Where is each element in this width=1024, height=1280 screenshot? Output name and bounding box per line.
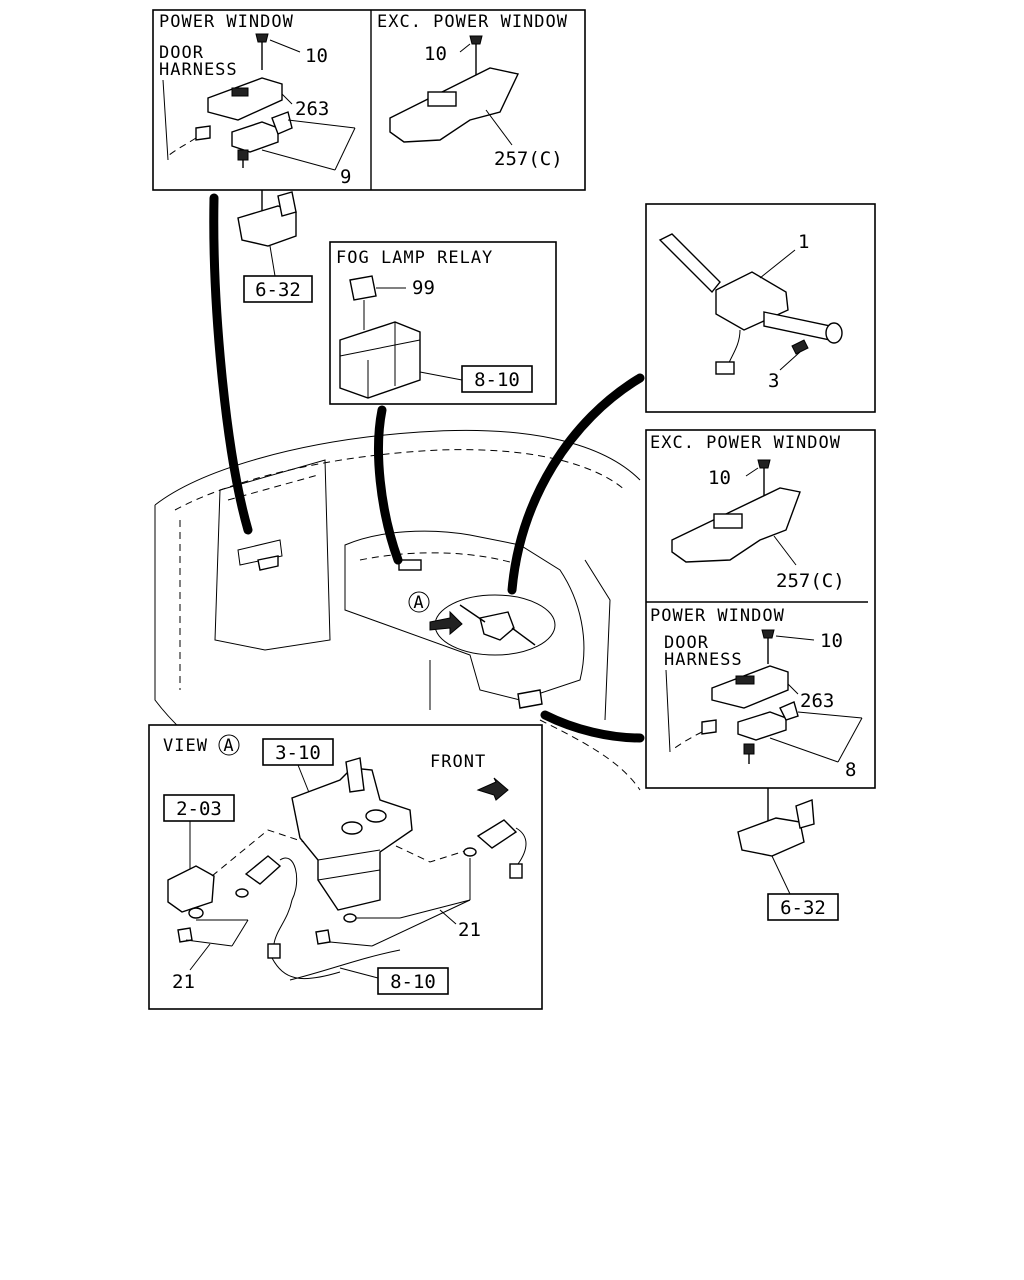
svg-text:6-32: 6-32 xyxy=(255,279,301,301)
switch-bracket xyxy=(231,121,279,153)
panel-power-window-top: POWER WINDOW DOOR HARNESS 10 263 9 xyxy=(152,9,586,191)
ref-box-8-10-fog[interactable] xyxy=(461,365,533,393)
door-harness-label-right-2: HARNESS xyxy=(664,650,743,670)
callout-nut-21-left: 21 xyxy=(172,971,195,993)
callout-screw-10-right-top: 10 xyxy=(708,467,731,489)
stop-lamp-plate xyxy=(167,865,215,913)
view-arrow-icon xyxy=(429,610,463,636)
callout-switch-263: 263 xyxy=(295,98,329,120)
callout-screw-10-right: 10 xyxy=(820,630,843,652)
door-harness-label-right-1: DOOR xyxy=(664,633,709,653)
callout-screw-10-exc: 10 xyxy=(424,43,447,65)
fog-lamp-relay-title: FOG LAMP RELAY xyxy=(336,248,493,268)
callout-bracket-9: 9 xyxy=(340,166,351,188)
ref-box-8-10-view[interactable] xyxy=(377,967,449,995)
svg-text:6-32: 6-32 xyxy=(780,897,826,919)
panel-fog-lamp-relay: FOG LAMP RELAY 99 8-10 xyxy=(329,241,557,405)
callout-screw-3: 3 xyxy=(768,370,779,392)
panel-exc-power-window-top: EXC. POWER WINDOW 10 257(C) xyxy=(377,12,568,170)
svg-text:8-10: 8-10 xyxy=(474,369,520,391)
callout-switch-257c-right: 257(C) xyxy=(776,570,845,592)
view-a-title: VIEW xyxy=(163,736,208,756)
screw-icon xyxy=(255,33,269,43)
ref-box-6-32-right[interactable] xyxy=(767,893,839,921)
panel-combination-switch: 1 3 xyxy=(645,203,876,413)
ref-box-2-03[interactable] xyxy=(163,794,235,822)
callout-switch-1: 1 xyxy=(798,231,809,253)
power-window-title-right: POWER WINDOW xyxy=(650,606,785,626)
panel-view-a: VIEW A FRONT 3-10 2-03 21 xyxy=(148,724,543,1010)
stop-lamp-switch xyxy=(244,855,282,885)
view-a-marker: A xyxy=(223,736,234,756)
leader-curves xyxy=(209,193,645,743)
door-harness-label-2: HARNESS xyxy=(159,60,238,80)
svg-text:2-03: 2-03 xyxy=(176,798,222,820)
svg-text:3-10: 3-10 xyxy=(275,742,321,764)
ref-box-6-32-left[interactable] xyxy=(243,275,313,303)
callout-bracket-8: 8 xyxy=(845,759,856,781)
screw-icon xyxy=(469,35,483,45)
exc-power-window-title: EXC. POWER WINDOW xyxy=(377,12,568,32)
front-arrow-icon xyxy=(476,777,509,801)
screw-icon xyxy=(761,629,775,639)
mount-bracket-left: 6-32 xyxy=(237,190,313,303)
relay-icon xyxy=(349,275,377,301)
callout-switch-263-right: 263 xyxy=(800,690,834,712)
callout-relay-99: 99 xyxy=(412,277,435,299)
power-window-switch xyxy=(207,77,283,121)
door-harness-label-1: DOOR xyxy=(159,43,204,63)
wiper-lever xyxy=(658,233,721,294)
callout-nut-21-right: 21 xyxy=(458,919,481,941)
mount-bracket-right: 6-32 xyxy=(737,788,839,921)
front-label: FRONT xyxy=(430,752,486,772)
clutch-switch xyxy=(476,819,518,849)
power-window-title: POWER WINDOW xyxy=(159,12,294,32)
callout-screw-10: 10 xyxy=(305,45,328,67)
callout-switch-257c: 257(C) xyxy=(494,148,563,170)
ref-box-3-10[interactable] xyxy=(262,738,334,766)
power-window-switch-right xyxy=(711,665,789,709)
screw-icon xyxy=(757,459,771,469)
vehicle-view-marker: A xyxy=(413,593,424,613)
svg-text:8-10: 8-10 xyxy=(390,971,436,993)
exc-power-window-title-right: EXC. POWER WINDOW xyxy=(650,433,841,453)
panel-right-lower: EXC. POWER WINDOW 10 257(C) POWER WINDOW… xyxy=(645,429,876,789)
